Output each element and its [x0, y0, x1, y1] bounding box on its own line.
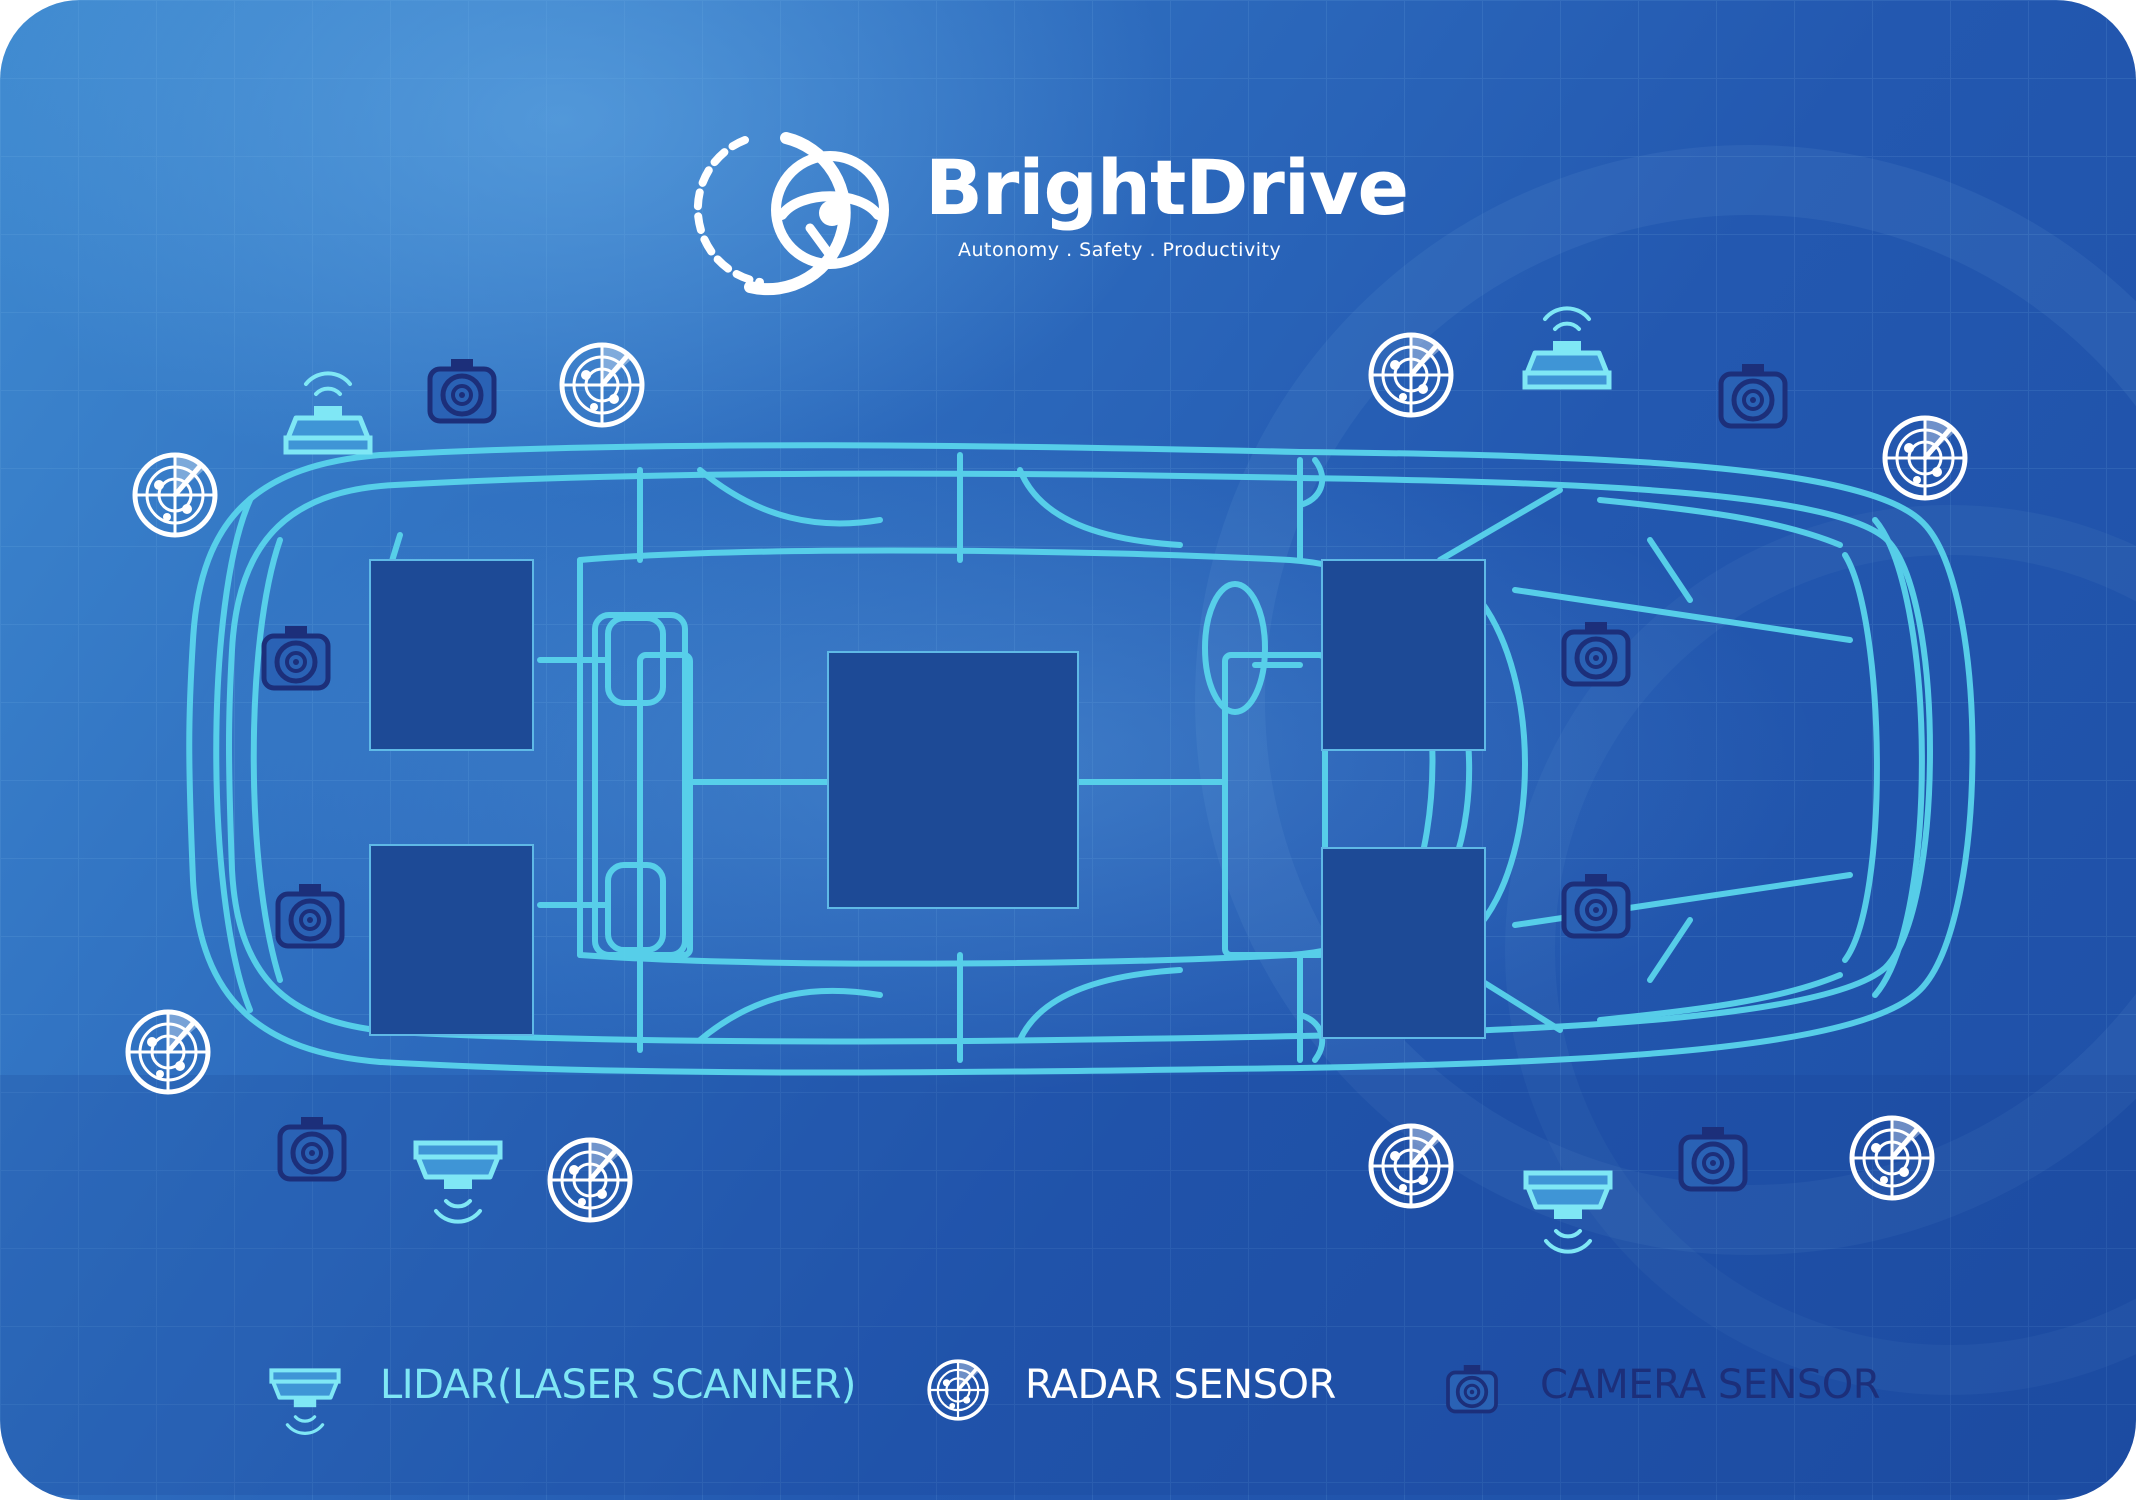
- camera-icon: [278, 884, 342, 946]
- radar-icon: [1852, 1118, 1932, 1198]
- camera-icon: [430, 359, 494, 421]
- camera-icon: [264, 626, 328, 688]
- lidar-icon: [286, 373, 370, 452]
- camera-icon: [1564, 874, 1628, 936]
- lidar-icon: [416, 1143, 500, 1222]
- legend-camera-icon: [1446, 1363, 1498, 1414]
- camera-icon: [1721, 364, 1785, 426]
- camera-icon: [1681, 1127, 1745, 1189]
- radar-icon: [128, 1012, 208, 1092]
- lidar-icon: [1526, 1173, 1610, 1252]
- radar-icon: [562, 345, 642, 425]
- radar-icon: [1371, 335, 1451, 415]
- radar-icon: [135, 455, 215, 535]
- brand-tagline: Autonomy . Safety . Productivity: [958, 239, 1282, 261]
- legend-camera-label: CAMERA SENSOR: [1540, 1362, 1881, 1408]
- legend-radar-label: RADAR SENSOR: [1025, 1362, 1336, 1408]
- radar-icon: [1885, 418, 1965, 498]
- camera-icon: [1564, 622, 1628, 684]
- legend-lidar-icon: [271, 1370, 338, 1433]
- radar-icon: [550, 1140, 630, 1220]
- lidar-icon: [1525, 308, 1609, 387]
- legend-radar-icon: [927, 1359, 989, 1421]
- camera-icon: [280, 1117, 344, 1179]
- radar-icon: [1371, 1126, 1451, 1206]
- brand-name: BrightDrive: [925, 143, 1409, 232]
- legend-lidar-label: LIDAR(LASER SCANNER): [380, 1362, 856, 1408]
